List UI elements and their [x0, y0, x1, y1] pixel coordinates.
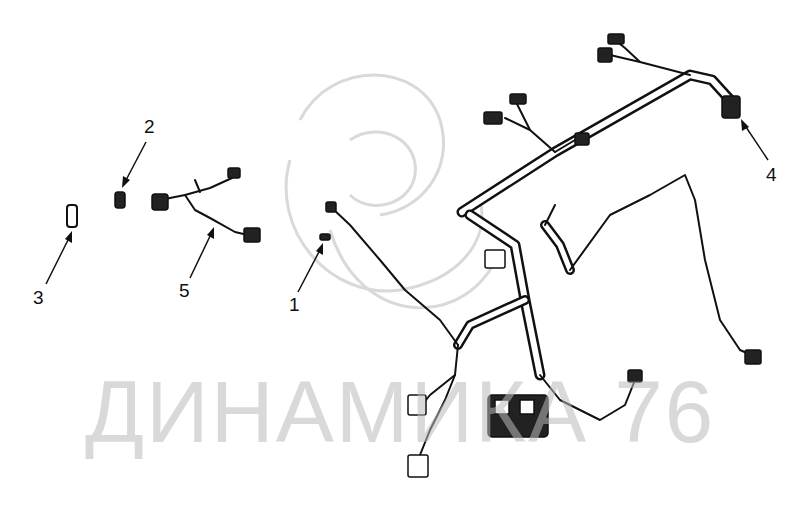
harness-trunk: [458, 75, 732, 375]
callout-number: 1: [289, 295, 300, 314]
connectors: [67, 34, 761, 477]
watermark: ДИНАМИКА 76: [85, 368, 715, 455]
callout-number: 4: [766, 165, 777, 184]
callout-number: 5: [179, 281, 190, 300]
callout-number: 3: [33, 288, 44, 307]
callout-number: 2: [144, 117, 155, 136]
leader-arrowheads: [65, 119, 749, 255]
logo-watermark: [286, 75, 500, 308]
leader-lines: [46, 124, 768, 292]
